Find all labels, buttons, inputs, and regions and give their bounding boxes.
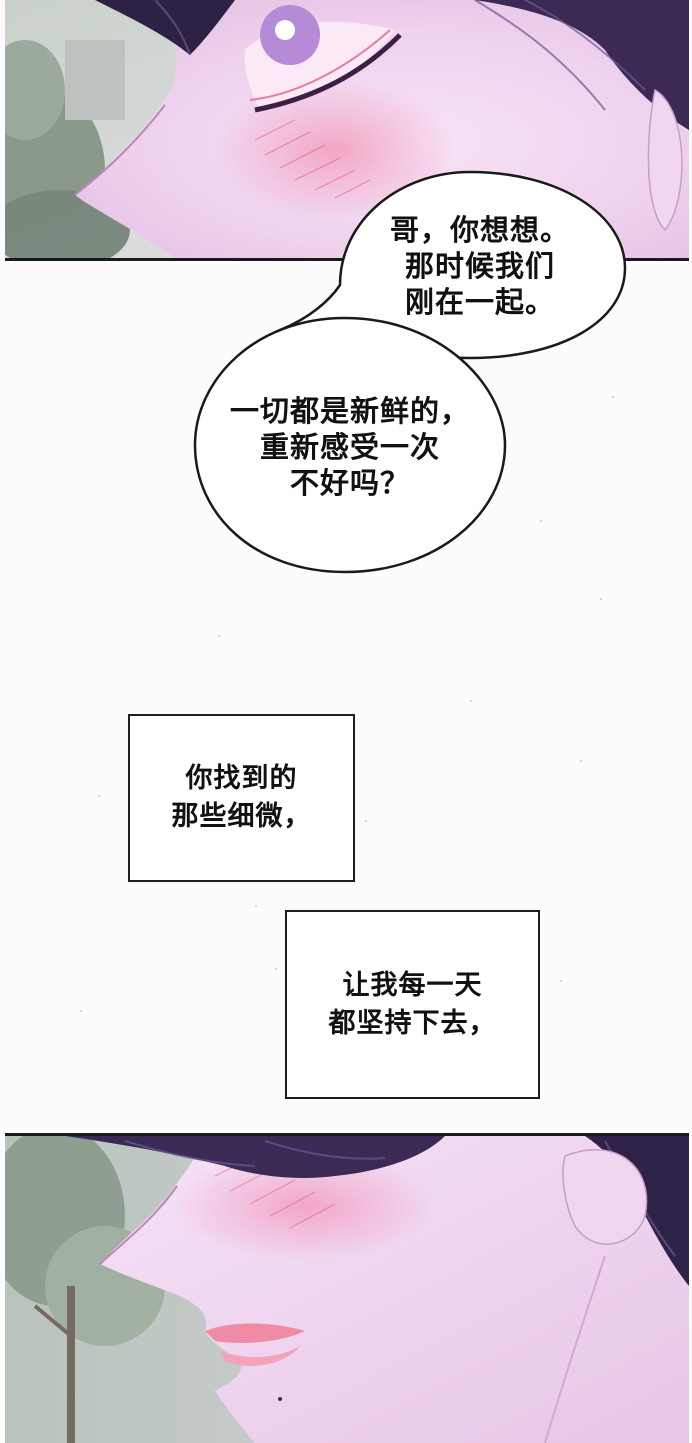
- bubble-two-line-3: 不好吗？: [289, 466, 410, 500]
- narration-box-two-line-1: 让我每一天: [342, 969, 483, 1001]
- bubble-two-line-1: 一切都是新鲜的，: [229, 394, 470, 428]
- bubble-one-line-3: 刚在一起。: [404, 285, 555, 319]
- narration-box-two: 让我每一天 都坚持下去，: [285, 910, 540, 1099]
- narration-box-one-text: 你找到的 那些细微，: [172, 760, 312, 836]
- bubble-one-text: 哥，你想想。 那时候我们 刚在一起。: [350, 212, 610, 320]
- bubble-two-line-2: 重新感受一次: [259, 430, 440, 464]
- profile-illustration: [5, 1136, 689, 1443]
- narration-box-one: 你找到的 那些细微，: [128, 714, 355, 882]
- narration-box-two-text: 让我每一天 都坚持下去，: [329, 967, 497, 1043]
- narration-box-one-line-2: 那些细微，: [171, 801, 312, 832]
- bubble-one-line-2: 那时候我们: [404, 249, 555, 283]
- bubble-two-text: 一切都是新鲜的， 重新感受一次 不好吗？: [205, 393, 495, 501]
- bottom-illustration-panel: [5, 1133, 689, 1443]
- bubble-one-line-1: 哥，你想想。: [389, 213, 570, 247]
- narration-box-one-line-1: 你找到的: [185, 763, 298, 794]
- narration-box-two-line-2: 都坚持下去，: [328, 1007, 497, 1039]
- tree-foliage: [5, 40, 130, 258]
